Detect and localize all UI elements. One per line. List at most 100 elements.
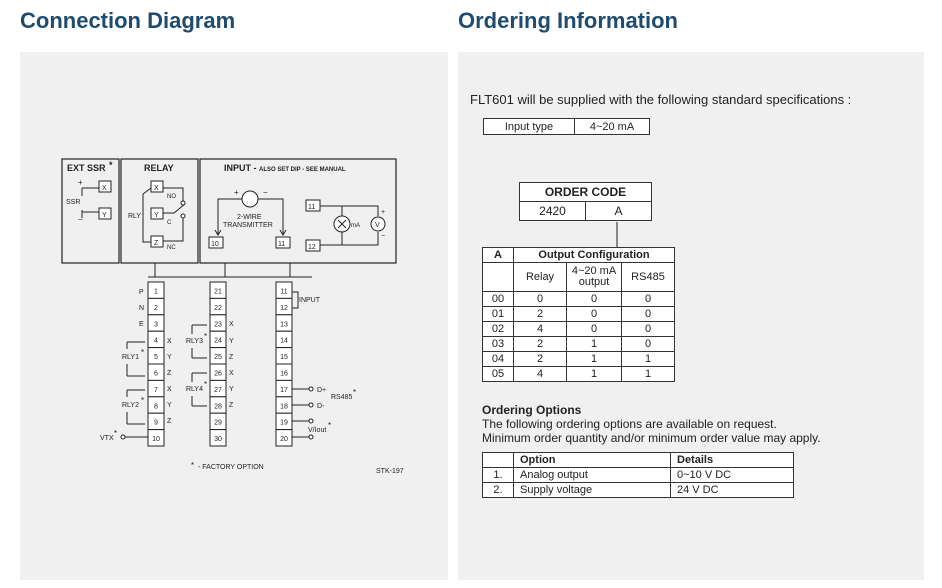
svg-text:Z: Z [167,370,172,377]
terminal-number: 9 [154,420,158,427]
input-label: INPUT - ALSO SET DIP - SEE MANUAL [224,163,346,173]
terminal-number: 29 [214,420,222,427]
terminal-number: 10 [152,436,160,443]
svg-text:NC: NC [167,245,176,251]
rly-label: RLY [128,213,141,220]
svg-text:*: * [114,429,117,438]
svg-text:X: X [102,185,107,192]
details-header: Details [670,452,794,468]
order-code-table: ORDER CODE 2420 A [519,182,652,221]
svg-text:Z: Z [167,418,172,425]
svg-text:X: X [167,386,172,393]
order-code-title: ORDER CODE [519,182,652,202]
svg-text:10: 10 [211,241,219,248]
svg-text:*: * [204,380,207,389]
rly3-label: RLY3 [186,338,203,345]
transmitter-label: TRANSMITTER [223,222,273,229]
svg-text:−: − [263,188,268,197]
ma-output-header: 4~20 mA output [566,262,622,292]
spec-key: Input type [483,118,575,135]
svg-text:11: 11 [278,241,285,248]
svg-text:D+: D+ [317,387,326,394]
svg-text:X: X [167,338,172,345]
svg-text:Y: Y [102,212,107,219]
vtx-label: VTX [100,435,114,442]
rs485-label: RS485 [331,394,353,401]
terminal-number: 30 [214,436,222,443]
svg-text:+: + [381,209,385,216]
svg-text:Z: Z [154,240,159,247]
svg-text:Y: Y [167,354,172,361]
svg-text:*: * [328,421,331,430]
rs485-header: RS485 [621,262,675,292]
ordering-information-panel: FLT601 will be supplied with the followi… [458,52,924,580]
svg-text:X: X [229,370,234,377]
stk-code: STK-197 [376,468,404,475]
output-config-header: Output Configuration [513,247,675,263]
terminal-number: 27 [214,387,222,394]
svg-text:Y: Y [229,386,234,393]
intro-text: FLT601 will be supplied with the followi… [470,92,852,107]
relay-label: RELAY [144,163,174,173]
rly4-label: RLY4 [186,386,203,393]
svg-text:Z: Z [229,354,234,361]
terminal-number: 24 [214,338,222,345]
terminal-number: 17 [280,387,288,394]
terminal-number: 20 [280,436,288,443]
connection-diagram-title: Connection Diagram [20,8,236,33]
terminal-number: 23 [214,321,222,328]
ext-ssr-asterisk: * [109,160,113,170]
terminal-number: 11 [280,289,287,296]
terminal-number: 8 [154,403,158,410]
table-row: 2. Supply voltage 24 V DC [482,482,794,498]
spec-value: 4~20 mA [574,118,650,135]
ordering-information-title: Ordering Information [458,8,678,33]
svg-text:P: P [139,289,144,296]
terminal-cell [275,429,293,447]
svg-text:Y: Y [154,212,159,219]
relay-header: Relay [513,262,567,292]
svg-text:Y: Y [167,402,172,409]
rly2-label: RLY2 [122,402,139,409]
svg-text:12: 12 [308,244,316,251]
svg-text:E: E [139,321,144,328]
ext-ssr-box [61,158,120,264]
ordering-options-title: Ordering Options [482,403,582,417]
svg-text:*: * [204,332,207,341]
input-box [199,158,397,264]
terminal-number: 7 [154,387,158,394]
svg-text:C: C [167,220,172,226]
svg-text:−: − [78,215,83,224]
order-code-value: 2420 [519,201,586,221]
terminal-number: 25 [214,354,222,361]
order-code-suffix: A [585,201,652,221]
svg-text:+: + [234,188,239,197]
relay-box [120,158,199,264]
svg-text:X: X [154,185,159,192]
col-a-header: A [482,247,514,263]
vi-out-label: V/Iout [308,427,326,434]
ext-ssr-label: EXT SSR [67,163,106,173]
spec-table: Input type 4~20 mA [483,118,650,135]
svg-text:V: V [375,222,380,229]
svg-text:Y: Y [229,338,234,345]
terminal-number: 6 [154,371,158,378]
svg-text:X: X [229,321,234,328]
ordering-options-line2: Minimum order quantity and/or minimum or… [482,431,821,445]
terminal-cell [147,429,165,447]
terminal-number: 15 [280,354,288,361]
terminal-number: 19 [280,420,288,427]
wiring-diagram: EXT SSR * RELAY INPUT - ALSO SET DIP - S… [61,158,404,475]
svg-text:*: * [141,348,144,357]
svg-text:+: + [78,178,83,187]
terminal-cell [209,429,227,447]
ordering-options-line1: The following ordering options are avail… [482,417,777,431]
terminal-number: 26 [214,371,222,378]
terminal-number: 22 [214,305,222,312]
svg-text:D-: D- [317,403,325,410]
